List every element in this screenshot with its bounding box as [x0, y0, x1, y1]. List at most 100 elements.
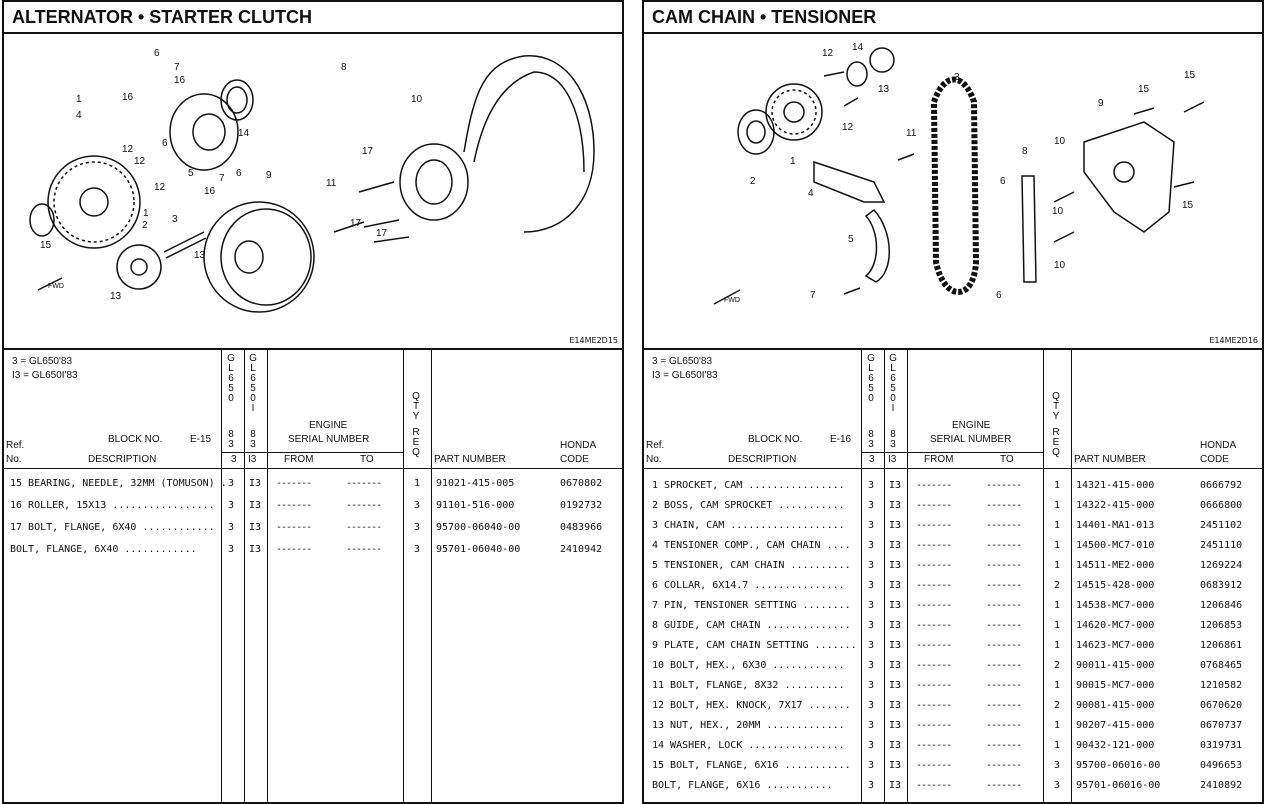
part-description: 14 WASHER, LOCK ................	[652, 740, 845, 751]
callout: 17	[376, 228, 388, 239]
callout: 5	[848, 234, 854, 245]
callout: 12	[822, 48, 834, 59]
to-header: TO	[360, 454, 374, 465]
part-number: 95700-06016-00	[1076, 760, 1161, 771]
honda-code: 0670802	[560, 478, 603, 489]
callout: 16	[122, 92, 134, 103]
engine-header: ENGINE	[952, 420, 991, 431]
part-description: 5 TENSIONER, CAM CHAIN ..........	[652, 560, 851, 571]
honda-code: 0768465	[1200, 660, 1243, 671]
callout: 15	[1182, 200, 1194, 211]
part-number: 14623-MC7-000	[1076, 640, 1155, 651]
callout: 2	[142, 220, 148, 231]
honda-code: 1206861	[1200, 640, 1243, 651]
part-description: 15 BEARING, NEEDLE, 32MM (TOMUSON) .	[10, 478, 227, 489]
part-description: 6 COLLAR, 6X14.7 ...............	[652, 580, 845, 591]
honda-header: HONDA	[1200, 440, 1237, 451]
callout: 6	[996, 290, 1002, 301]
callout: 13	[878, 84, 890, 95]
fwd-label: FWD	[48, 283, 64, 290]
honda-code: 1210582	[1200, 680, 1243, 691]
callout: 10	[411, 94, 423, 105]
honda-header: HONDA	[560, 440, 597, 451]
callout: 11	[326, 178, 337, 189]
engine-header: ENGINE	[309, 420, 348, 431]
part-description: 10 BOLT, HEX., 6X30 ............	[652, 660, 845, 671]
description-header: DESCRIPTION	[728, 454, 797, 465]
part-description: 12 BOLT, HEX. KNOCK, 7X17 .......	[652, 700, 851, 711]
ref-label: Ref.	[646, 440, 665, 451]
callout: 15	[40, 240, 52, 251]
honda-code: 0666800	[1200, 500, 1243, 511]
callout: 15	[1184, 70, 1196, 81]
honda-code: 0483966	[560, 522, 603, 533]
part-description: 1 SPROCKET, CAM ................	[652, 480, 845, 491]
callout: 1	[76, 94, 82, 105]
callout: 9	[266, 170, 272, 181]
honda-code: 1206846	[1200, 600, 1243, 611]
column-divider	[907, 350, 908, 802]
no-label: No.	[6, 454, 22, 465]
honda-code: 0319731	[1200, 740, 1243, 751]
column-divider	[244, 350, 245, 802]
callout: 12	[122, 144, 134, 155]
callout: 15	[1138, 84, 1150, 95]
callout: 10	[1054, 136, 1066, 147]
part-number: 90011-415-000	[1076, 660, 1155, 671]
col-3-header: 3	[231, 454, 237, 465]
part-number: 14620-MC7-000	[1076, 620, 1155, 631]
honda-code: 2451110	[1200, 540, 1243, 551]
serial-header: SERIAL NUMBER	[930, 434, 1012, 445]
honda-code: 1269224	[1200, 560, 1243, 571]
part-description: 13 NUT, HEX., 20MM .............	[652, 720, 845, 731]
part-number: 14401-MA1-013	[1076, 520, 1155, 531]
callout: 5	[188, 168, 194, 179]
part-number: 90015-MC7-000	[1076, 680, 1155, 691]
part-description: 16 ROLLER, 15X13 .................	[10, 500, 215, 511]
callout: 6	[154, 48, 160, 59]
honda-code: 0496653	[1200, 760, 1243, 771]
part-description: 15 BOLT, FLANGE, 6X16 ...........	[652, 760, 851, 771]
callout: 12	[134, 156, 146, 167]
exploded-diagram: 12 14 13 3 15 15 1 11 12 9 10 2 4 6 8 10…	[644, 32, 1262, 350]
callout-labels: 6 7 16 8 10 16 1 4 5 14 12 12 6 7 12 16 …	[40, 48, 423, 302]
honda-code: 0192732	[560, 500, 603, 511]
description-header: DESCRIPTION	[88, 454, 157, 465]
part-number: 14322-415-000	[1076, 500, 1155, 511]
part-description: 3 CHAIN, CAM ...................	[652, 520, 845, 531]
part-description: 4 TENSIONER COMP., CAM CHAIN ....	[652, 540, 851, 551]
part-description: BOLT, FLANGE, 6X40 ............	[10, 544, 197, 555]
callout: 7	[174, 62, 180, 73]
column-divider	[403, 350, 404, 802]
honda-code: 1206853	[1200, 620, 1243, 631]
callout: 13	[194, 250, 206, 261]
part-description: 9 PLATE, CAM CHAIN SETTING .......	[652, 640, 857, 651]
block-no-value: E-16	[830, 434, 852, 445]
cam-chain-diagram: 12 14 13 3 15 15 1 11 12 9 10 2 4 6 8 10…	[713, 42, 1205, 305]
fwd-label: FWD	[724, 297, 740, 304]
part-number-header: PART NUMBER	[434, 454, 506, 465]
no-label: No.	[646, 454, 662, 465]
honda-code: 0670620	[1200, 700, 1243, 711]
note-1: 3 = GL650'83	[652, 356, 713, 367]
callout: 8	[341, 62, 347, 73]
parts-page-alternator: ALTERNATOR • STARTER CLUTCH	[2, 0, 624, 804]
to-header: TO	[1000, 454, 1014, 465]
part-number: 91021-415-005	[436, 478, 515, 489]
honda-code: 2410892	[1200, 780, 1243, 791]
part-description: 2 BOSS, CAM SPROCKET ...........	[652, 500, 845, 511]
code-header: CODE	[560, 454, 589, 465]
from-header: FROM	[924, 454, 954, 465]
callout: 17	[362, 146, 374, 157]
